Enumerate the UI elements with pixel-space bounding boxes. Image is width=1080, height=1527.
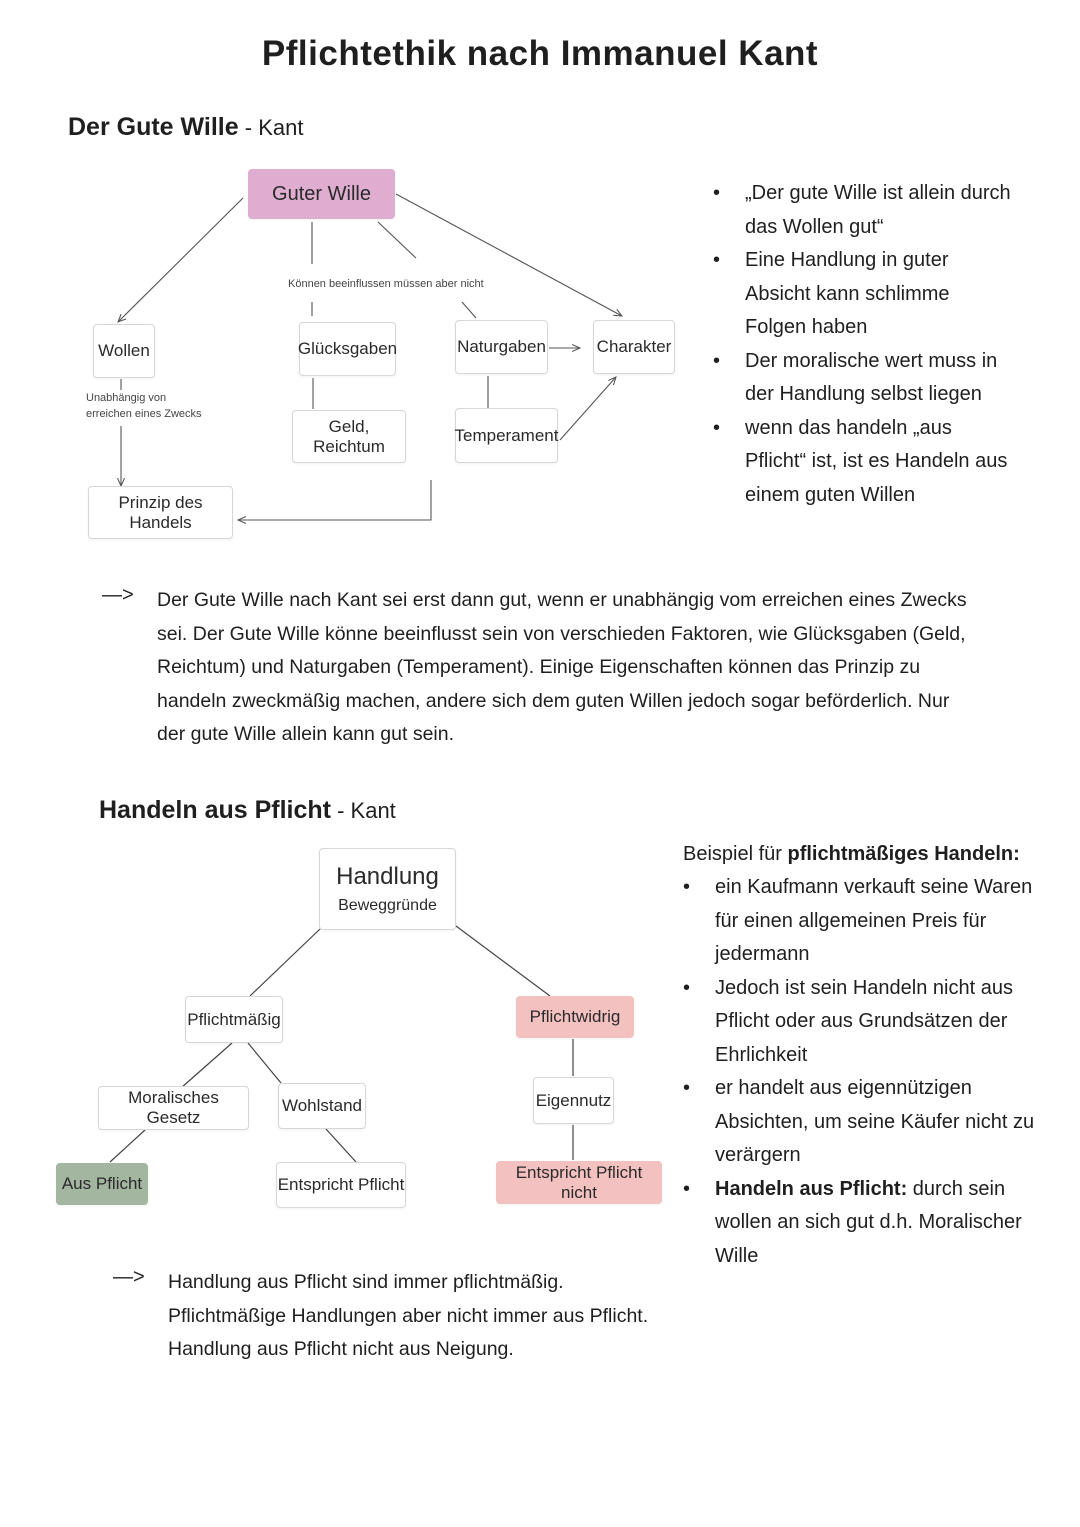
- summary-line: Pflichtmäßige Handlungen aber nicht imme…: [168, 1304, 649, 1327]
- bullet-list-pflicht: ein Kaufmann verkauft seine Waren für ei…: [683, 871, 1058, 1273]
- intro-prefix: Beispiel für: [683, 843, 788, 865]
- bullet-item: „Der gute Wille ist allein durch das Wol…: [713, 177, 1013, 244]
- node-temperament: Temperament: [455, 408, 558, 463]
- bullet-rest: durch sein wollen an sich gut d.h. Moral…: [715, 1177, 1022, 1267]
- page-title: Pflichtethik nach Immanuel Kant: [261, 34, 819, 73]
- node-guter-wille: Guter Wille: [248, 169, 395, 219]
- heading-suffix: - Kant: [330, 798, 396, 823]
- node-geld-reichtum: Geld, Reichtum: [292, 410, 406, 463]
- beweggruende-label: Beweggründe: [338, 897, 437, 914]
- example-intro: Beispiel für pflichtmäßiges Handeln:: [683, 838, 1020, 871]
- node-wollen: Wollen: [93, 324, 155, 378]
- intro-bold: pflichtmäßiges Handeln:: [787, 843, 1020, 865]
- node-moralisches-gesetz: Moralisches Gesetz: [98, 1086, 249, 1130]
- note-beeinflussen: Können beeinflussen müssen aber nicht: [288, 278, 484, 290]
- heading-text: Handeln aus Pflicht: [99, 796, 331, 824]
- section-heading-handeln-aus-pflicht: Handeln aus Pflicht - Kant: [99, 796, 396, 825]
- node-entspricht-pflicht-nicht: Entspricht Pflicht nicht: [496, 1161, 662, 1204]
- bullet-item: Jedoch ist sein Handeln nicht aus Pflich…: [683, 972, 1058, 1073]
- node-naturgaben: Naturgaben: [455, 320, 548, 374]
- bullet-bold: Handeln aus Pflicht:: [715, 1177, 908, 1200]
- summary-line: Handlung aus Pflicht nicht aus Neigung.: [168, 1338, 514, 1360]
- node-entspricht-pflicht: Entspricht Pflicht: [276, 1162, 406, 1208]
- bullet-list-guter-wille: „Der gute Wille ist allein durch das Wol…: [713, 177, 1013, 512]
- section-heading-guter-wille: Der Gute Wille - Kant: [68, 113, 303, 142]
- summary-line: Handlung aus Pflicht sind immer pflichtm…: [168, 1271, 564, 1293]
- summary-handeln-aus-pflicht: Handlung aus Pflicht sind immer pflichtm…: [168, 1266, 768, 1367]
- node-wohlstand: Wohlstand: [278, 1083, 366, 1129]
- heading-suffix: - Kant: [238, 115, 304, 140]
- node-gluecksgaben: Glücksgaben: [298, 322, 397, 376]
- bullet-item: wenn das handeln „aus Pflicht“ ist, ist …: [713, 412, 1013, 513]
- bullet-item: ein Kaufmann verkauft seine Waren für ei…: [683, 871, 1058, 972]
- bullet-item: Eine Handlung in guter Absicht kann schl…: [713, 244, 1013, 345]
- handlung-label: Handlung: [336, 863, 439, 890]
- node-eigennutz: Eigennutz: [533, 1077, 614, 1124]
- node-prinzip: Prinzip des Handels: [88, 486, 233, 539]
- bullet-item-handeln-aus-pflicht: Handeln aus Pflicht: durch sein wollen a…: [683, 1173, 1058, 1274]
- node-charakter: Charakter: [593, 320, 675, 374]
- summary-arrow: —>: [113, 1266, 145, 1288]
- summary-guter-wille: Der Gute Wille nach Kant sei erst dann g…: [157, 589, 967, 745]
- node-handlung: Handlung Beweggründe: [319, 848, 456, 930]
- bullet-item: Der moralische wert muss in der Handlung…: [713, 345, 1013, 412]
- note-unabhaengig: Unabhängig von erreichen eines Zwecks: [86, 392, 202, 420]
- node-aus-pflicht: Aus Pflicht: [56, 1163, 148, 1205]
- bullet-item: er handelt aus eigennützigen Absichten, …: [683, 1072, 1058, 1173]
- node-pflichtmaessig: Pflichtmäßig: [185, 996, 283, 1043]
- node-pflichtwidrig: Pflichtwidrig: [516, 996, 634, 1038]
- heading-text: Der Gute Wille: [68, 113, 239, 141]
- summary-arrow: —>: [102, 584, 134, 606]
